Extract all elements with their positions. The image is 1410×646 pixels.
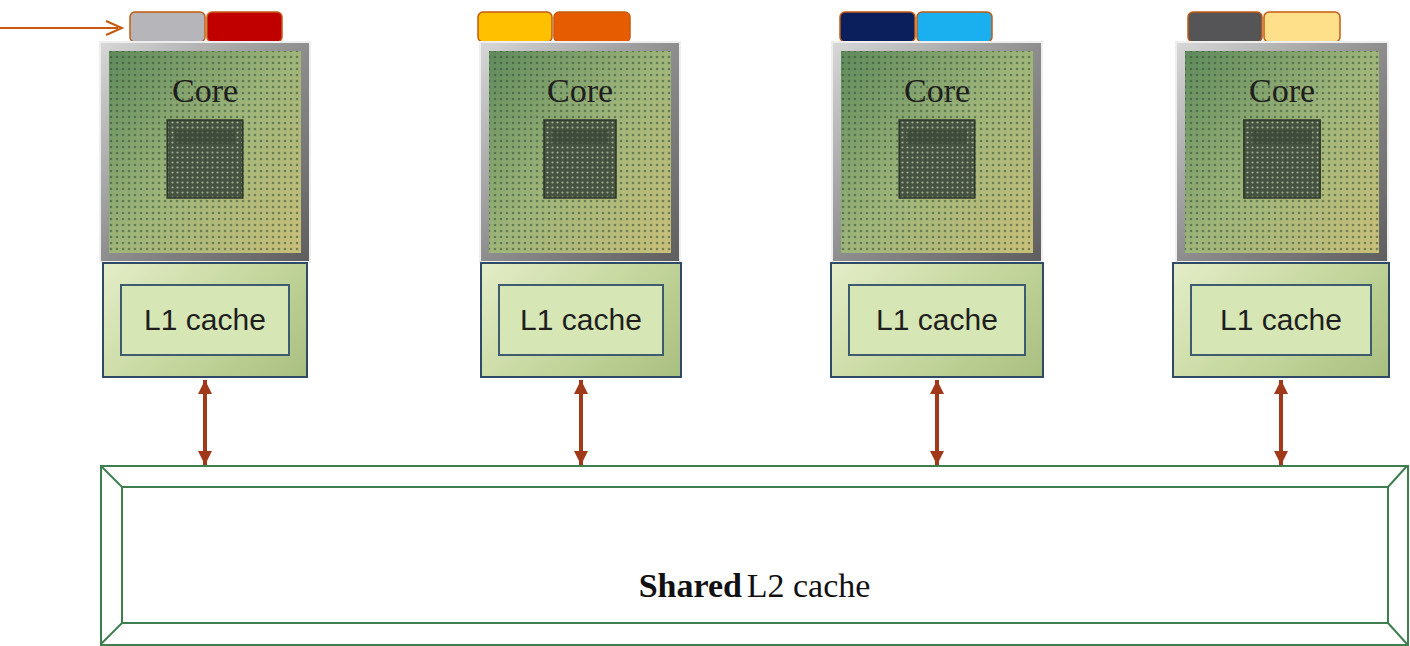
drawing-shape [130,12,205,42]
chip-board [841,51,1033,253]
chip-frame [832,42,1042,262]
l1-cache-box: L1 cache [480,262,682,378]
bus-arrow [1279,380,1283,465]
chip-board [489,51,671,253]
node-label: L1 cache [876,303,998,337]
chip-die [167,120,243,198]
chip-die-band [907,130,967,144]
node-label: Core [172,72,238,109]
l1-cache-box: L1 cache [830,262,1044,378]
drawing-shape [917,12,992,42]
core-box: Core [1176,42,1388,262]
drawing-shape [106,21,122,35]
l1-cache-inner: L1 cache [1190,284,1372,356]
pointer-arrow [0,21,122,35]
chip-images [100,42,1388,262]
drawing-shape [207,12,282,42]
drawing-shape [478,12,552,42]
drawing-shape [1388,623,1407,644]
chip-die [544,120,616,198]
l1-cache-inner: L1 cache [848,284,1026,356]
chip-image [100,42,310,262]
node-label: L1 cache [144,303,266,337]
chip-image [1176,42,1388,262]
l1-cache-inner: L1 cache [498,284,664,356]
l2-cache-box: SharedL2 cache [100,465,1409,646]
node-label: Core [1249,72,1315,109]
chip-die-band [552,130,608,144]
bus-arrow [579,380,583,465]
node-label: Core [547,72,613,109]
chip-die-band [1252,130,1312,144]
l1-cache-inner: L1 cache [120,284,290,356]
drawing-shape [101,623,122,644]
core-box: Core [832,42,1042,262]
chip-pins [109,51,301,253]
bus-arrow [203,380,207,465]
drawing-shape [1188,12,1262,42]
thread-bars [130,12,1340,42]
chip-die [1244,120,1320,198]
core-box: Core [100,42,310,262]
core-box: Core [480,42,680,262]
drawing-shape [101,466,122,487]
chip-pins [1185,51,1379,253]
chip-frame [1176,42,1388,262]
chip-board [1185,51,1379,253]
drawing-shape [0,27,118,29]
l2-label-row: SharedL2 cache [633,567,877,605]
bus-arrow [935,380,939,465]
chip-die-band [175,130,235,144]
chip-pins [841,51,1033,253]
node-label: L1 cache [520,303,642,337]
node-label: L2 cache [747,567,871,605]
chip-frame [480,42,680,262]
node-label: Core [904,72,970,109]
chip-image [832,42,1042,262]
drawing-shape [554,12,630,42]
node-label: L1 cache [1220,303,1342,337]
chip-die [899,120,975,198]
drawing-shape [122,487,1388,623]
drawing-shape [1264,12,1340,42]
chip-pins [489,51,671,253]
l2-bevel [101,466,1407,644]
drawing-shape [1388,466,1407,487]
l1-cache-box: L1 cache [102,262,308,378]
drawing-shape [840,12,915,42]
chip-board [109,51,301,253]
l1-cache-box: L1 cache [1172,262,1390,378]
chip-frame [100,42,310,262]
chip-image [480,42,680,262]
node-label: Shared [639,567,742,605]
